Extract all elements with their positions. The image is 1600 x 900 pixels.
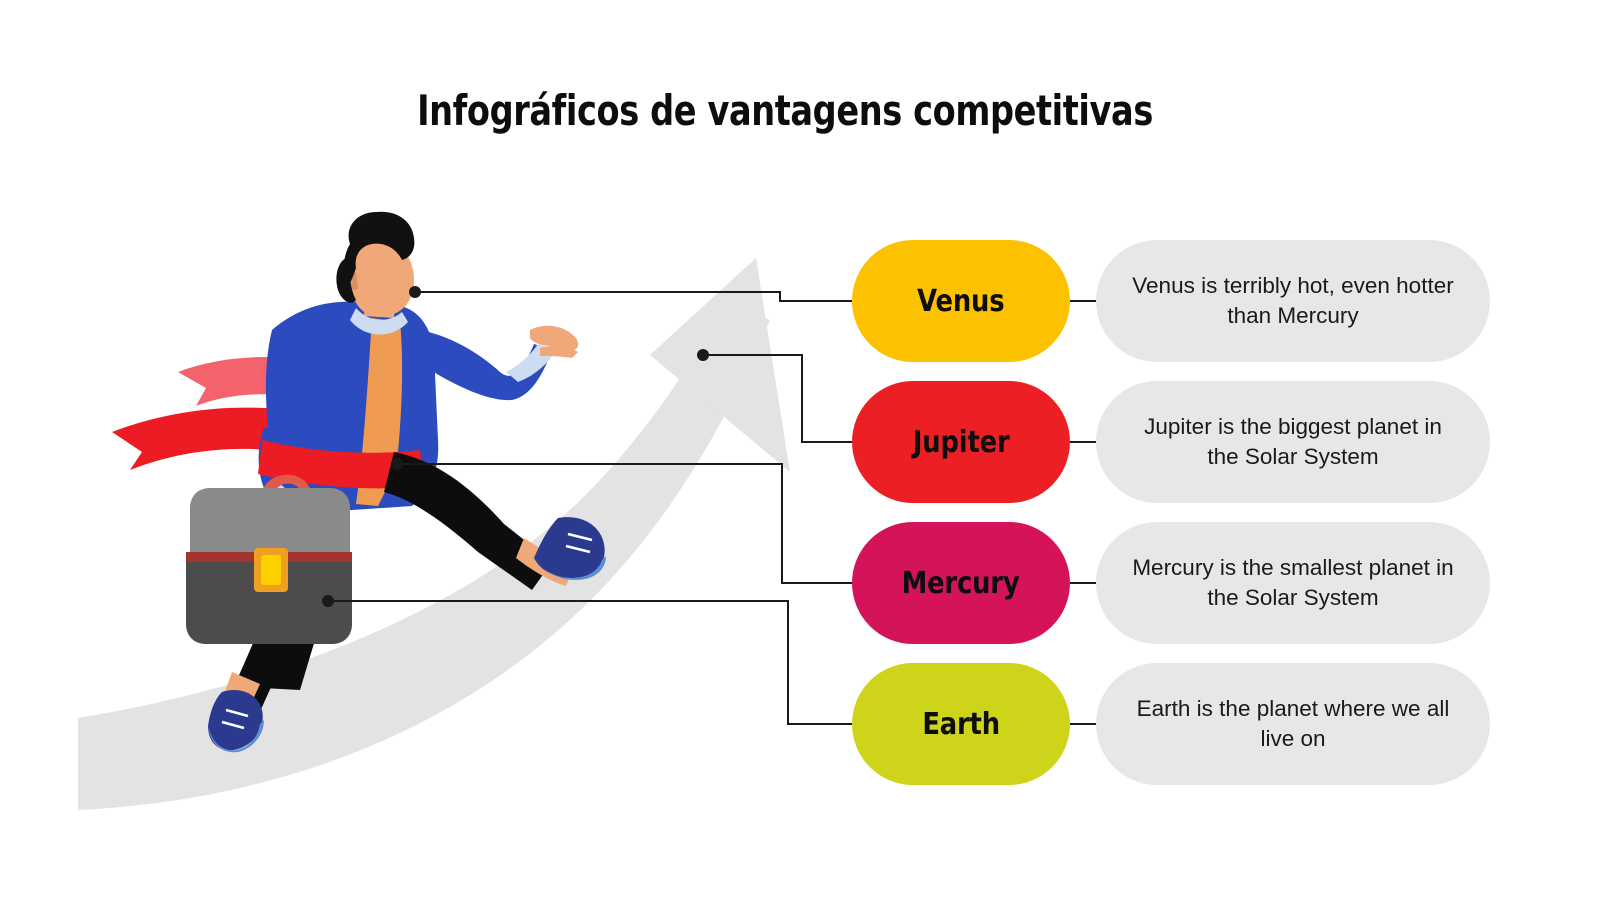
item-row-venus: Venus Venus is terribly hot, even hotter… <box>852 240 1490 362</box>
briefcase-body <box>186 552 352 644</box>
jacket-body <box>265 301 439 512</box>
connector-mercury <box>397 463 852 584</box>
pill-jupiter[interactable]: Jupiter <box>852 381 1070 503</box>
front-shoe-sole <box>536 556 606 580</box>
front-shoe <box>534 517 605 578</box>
front-leg <box>384 452 552 590</box>
connector-venus <box>415 291 852 302</box>
connector-jupiter <box>703 354 852 443</box>
neck <box>364 282 396 318</box>
fingers <box>540 345 578 358</box>
shirt-front <box>356 318 403 506</box>
growth-arrow-shape <box>78 258 790 810</box>
briefcase-seam <box>186 552 352 562</box>
briefcase-hand <box>294 488 330 512</box>
sash <box>258 440 424 489</box>
lower-shoe-sole <box>208 720 264 753</box>
front-hand <box>530 325 579 351</box>
pill-label-jupiter: Jupiter <box>912 424 1010 460</box>
rear-leg <box>262 470 326 690</box>
finish-ribbon <box>112 357 424 490</box>
briefcase-clasp-inner <box>261 555 281 585</box>
description-box-earth: Earth is the planet where we all live on <box>1096 663 1490 785</box>
face <box>349 235 414 317</box>
connector-dot-jupiter <box>697 349 709 361</box>
handle-grip <box>266 489 310 515</box>
lower-shoe <box>208 690 263 751</box>
connector-earth <box>328 600 852 725</box>
front-cuff <box>506 344 556 382</box>
pill-earth[interactable]: Earth <box>852 663 1070 785</box>
item-row-earth: Earth Earth is the planet where we all l… <box>852 663 1490 785</box>
pill-label-mercury: Mercury <box>902 565 1020 601</box>
connector-dot-earth <box>322 595 334 607</box>
pill-label-earth: Earth <box>922 706 1000 742</box>
back-cuff <box>266 480 310 518</box>
description-text-mercury: Mercury is the smallest planet in the So… <box>1132 554 1454 610</box>
briefcase-top <box>190 488 350 556</box>
item-row-mercury: Mercury Mercury is the smallest planet i… <box>852 522 1490 644</box>
connector-dot-mercury <box>391 458 403 470</box>
shoe-stripes <box>565 532 593 554</box>
pill-mercury[interactable]: Mercury <box>852 522 1070 644</box>
lower-leg <box>226 520 324 716</box>
description-box-venus: Venus is terribly hot, even hotter than … <box>1096 240 1490 362</box>
description-box-jupiter: Jupiter is the biggest planet in the Sol… <box>1096 381 1490 503</box>
description-text-jupiter: Jupiter is the biggest planet in the Sol… <box>1144 413 1442 469</box>
collar <box>350 308 408 335</box>
front-ankle <box>516 538 574 586</box>
page-title: Infográficos de vantagens competitivas <box>417 86 1153 135</box>
connector-dot-venus <box>409 286 421 298</box>
description-text-venus: Venus is terribly hot, even hotter than … <box>1132 272 1454 328</box>
briefcase-clasp-outer <box>254 548 288 592</box>
briefcase-handle <box>262 474 313 504</box>
pill-label-venus: Venus <box>917 283 1005 319</box>
front-arm <box>420 330 552 401</box>
description-text-earth: Earth is the planet where we all live on <box>1136 695 1450 751</box>
lower-ankle <box>224 672 260 706</box>
item-row-jupiter: Jupiter Jupiter is the biggest planet in… <box>852 381 1490 503</box>
description-box-mercury: Mercury is the smallest planet in the So… <box>1096 522 1490 644</box>
hair <box>343 211 415 285</box>
ear <box>347 271 358 291</box>
back-arm <box>258 428 312 524</box>
pill-venus[interactable]: Venus <box>852 240 1070 362</box>
lower-shoe-stripes <box>221 708 249 730</box>
hair-back <box>336 258 356 303</box>
